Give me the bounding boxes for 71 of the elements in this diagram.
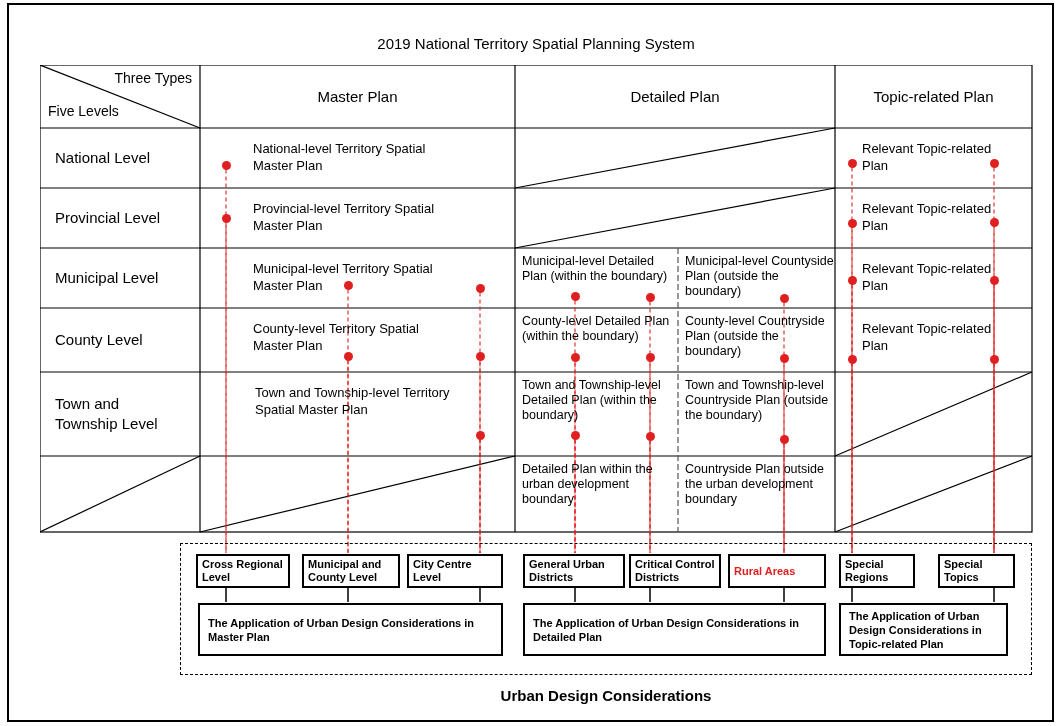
- diagram-title: 2019 National Territory Spatial Planning System: [376, 34, 696, 54]
- application-box: [839, 603, 1008, 656]
- dashed-connector: [851, 226, 853, 554]
- row-header: Town and Township Level: [55, 394, 159, 434]
- cell-text: National-level Territory Spatial Master Plan: [253, 140, 427, 174]
- category-box: [407, 554, 503, 588]
- column-header: Topic-related Plan: [873, 86, 994, 107]
- category-box: [938, 554, 1015, 588]
- cell-text: Detailed Plan within the urban development boundary: [522, 462, 654, 507]
- category-box: [523, 554, 625, 588]
- connector-line: [783, 586, 785, 603]
- column-axis-label: Three Types: [114, 69, 192, 87]
- box-label: The Application of Urban Design Considerations in Master Plan: [208, 615, 476, 644]
- connector-line: [225, 586, 227, 603]
- box-label: City Centre Level: [413, 558, 473, 584]
- group-caption: Urban Design Considerations: [499, 686, 713, 706]
- box-label: Cross Regional Level: [202, 558, 284, 584]
- column-header: Detailed Plan: [630, 86, 720, 107]
- cell-text: Town and Township-level Countryside Plan (outside the boundary): [685, 378, 830, 423]
- cell-text: Town and Township-level Territory Spatial Master Plan: [255, 384, 451, 418]
- cell-text: Relevant Topic-related Plan: [862, 260, 993, 294]
- cell-text: Relevant Topic-related Plan: [862, 320, 993, 354]
- cell-text: Provincial-level Territory Spatial Master Plan: [253, 200, 436, 234]
- category-box: [629, 554, 721, 588]
- row-axis-label: Five Levels: [48, 102, 119, 120]
- box-label: The Application of Urban Design Considerations in Topic-related Plan: [849, 608, 983, 651]
- connector-line: [347, 586, 349, 603]
- category-box: [302, 554, 400, 588]
- cell-text: County-level Territory Spatial Master Plan: [253, 320, 420, 354]
- box-label: Special Topics: [944, 558, 984, 584]
- dashed-connector: [479, 359, 481, 554]
- cell-text: Municipal-level Countyside Plan (outside the boundary): [685, 254, 835, 299]
- cell-text: Countryside Plan outside the urban development boundary: [685, 462, 825, 507]
- dashed-connector: [783, 442, 785, 554]
- row-header: County Level: [55, 330, 143, 350]
- box-label: The Application of Urban Design Considerations in Detailed Plan: [533, 615, 801, 644]
- column-header: Master Plan: [317, 86, 398, 107]
- dashed-connector: [851, 283, 853, 554]
- category-box: [839, 554, 915, 588]
- row-header: National Level: [55, 148, 151, 168]
- dashed-connector: [649, 360, 651, 554]
- row-header: Provincial Level: [55, 208, 161, 228]
- dashed-connector: [993, 225, 995, 554]
- dashed-connector: [479, 438, 481, 554]
- cell-text: Municipal-level Detailed Plan (within the boundary): [522, 254, 669, 284]
- cell-text: Relevant Topic-related Plan: [862, 200, 993, 234]
- dashed-connector: [574, 360, 576, 554]
- box-label: Special Regions: [845, 558, 890, 584]
- application-box: [198, 603, 503, 656]
- cell-text: Town and Township-level Detailed Plan (within the boundary): [522, 378, 662, 423]
- box-label: Rural Areas: [734, 564, 796, 578]
- box-label: Municipal and County Level: [308, 558, 383, 584]
- connector-line: [479, 586, 481, 603]
- connector-line: [993, 586, 995, 603]
- dashed-connector: [649, 300, 651, 554]
- box-label: General Urban Districts: [529, 558, 606, 584]
- cell-text: Municipal-level Territory Spatial Master Plan: [253, 260, 434, 294]
- row-header: Municipal Level: [55, 268, 159, 288]
- dashed-connector: [574, 438, 576, 554]
- application-box: [523, 603, 826, 656]
- cell-text: County-level Detailed Plan (within the boundary): [522, 314, 671, 344]
- dashed-connector: [993, 283, 995, 554]
- connector-line: [649, 586, 651, 603]
- connector-line: [574, 586, 576, 603]
- box-label: Critical Control Districts: [635, 558, 715, 584]
- cell-text: Relevant Topic-related Plan: [862, 140, 993, 174]
- category-box: [196, 554, 290, 588]
- connector-line: [851, 586, 853, 603]
- cell-text: County-level Countryside Plan (outside the boundary): [685, 314, 826, 359]
- dashed-connector: [347, 359, 349, 554]
- category-box: [728, 554, 826, 588]
